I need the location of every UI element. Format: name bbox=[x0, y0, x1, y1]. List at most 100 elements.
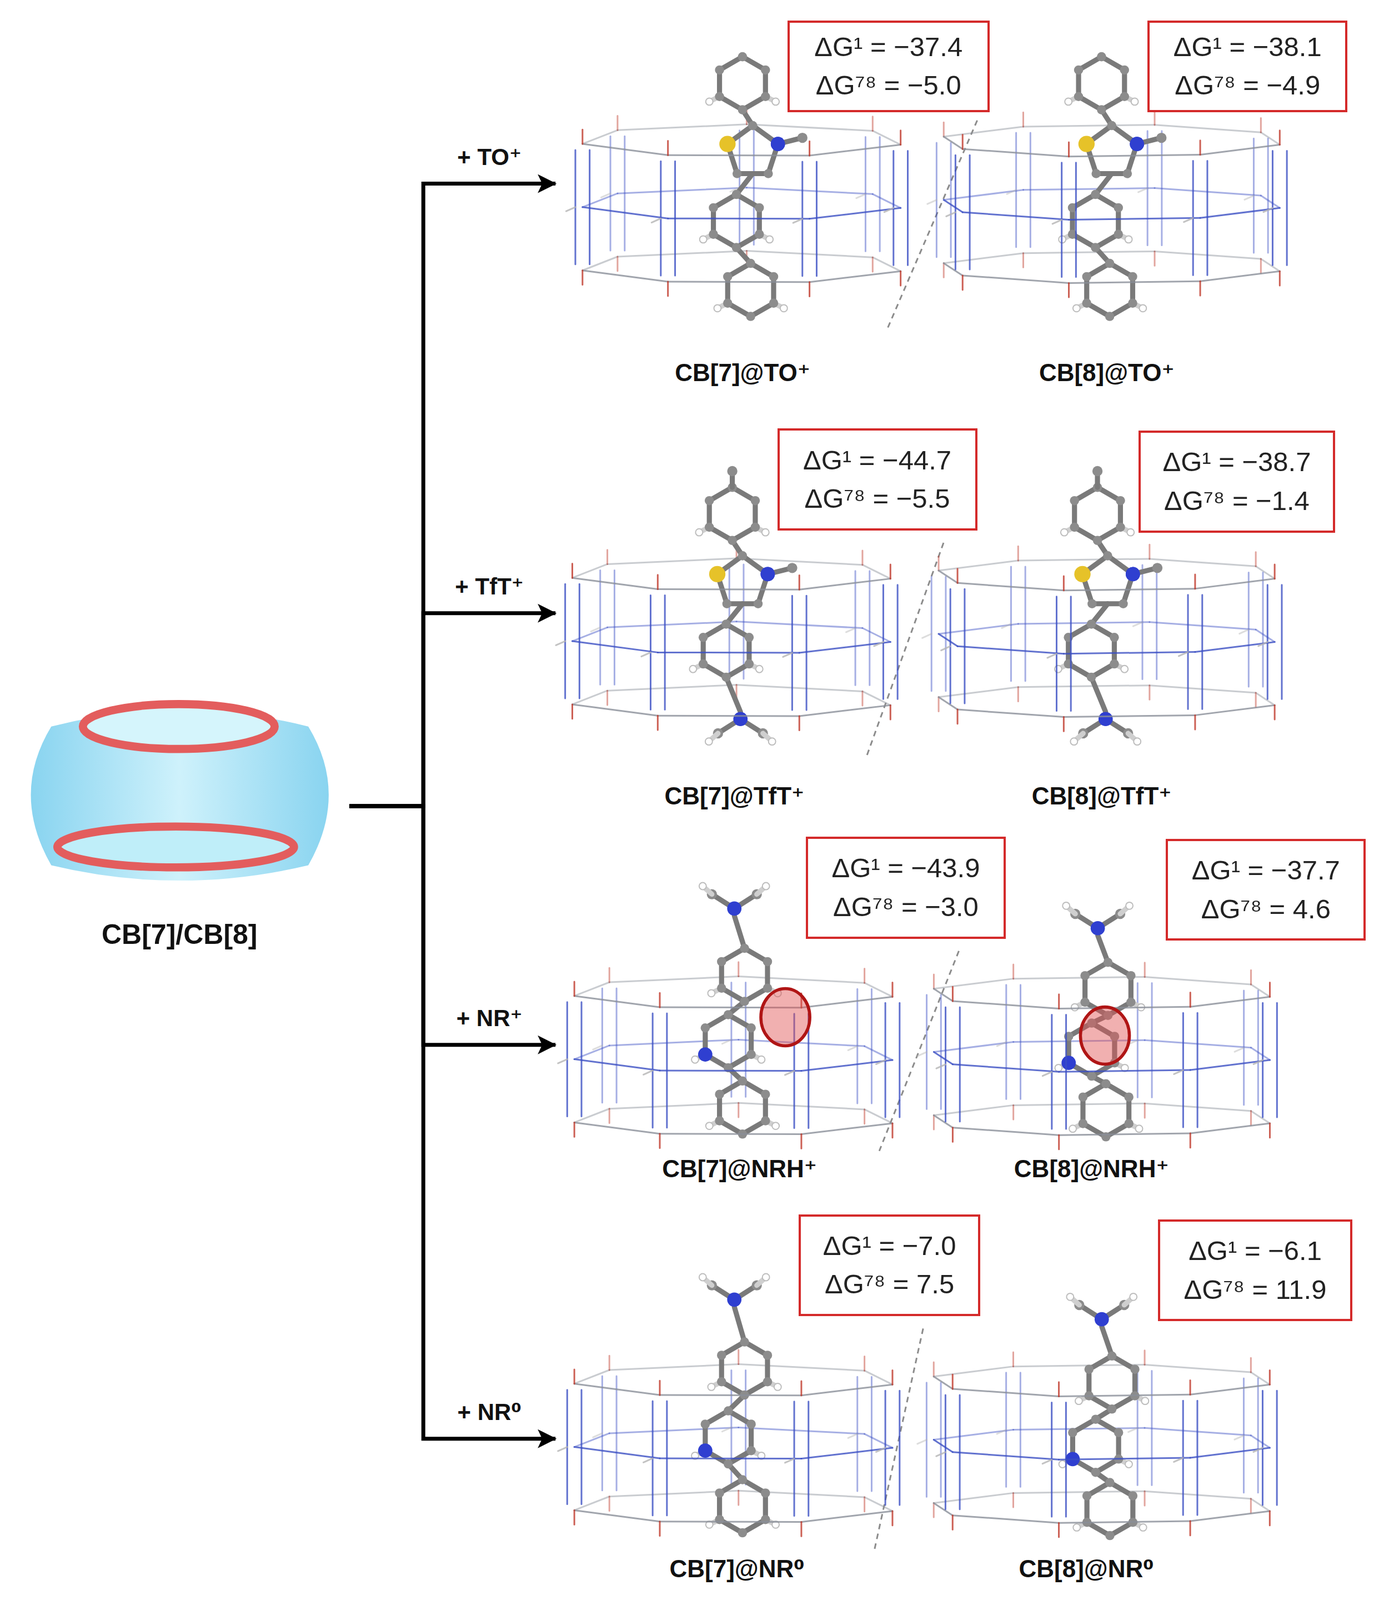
atom-ball bbox=[797, 132, 808, 143]
host-wire bbox=[1058, 1393, 1191, 1396]
host-wire bbox=[582, 270, 669, 282]
host-wire bbox=[737, 961, 740, 977]
host-wire bbox=[808, 282, 811, 297]
aromatic-ring bbox=[1068, 623, 1115, 678]
host-wire bbox=[864, 1370, 893, 1384]
atom-ball bbox=[1114, 1427, 1124, 1437]
host-wire bbox=[896, 584, 899, 699]
host-wire bbox=[808, 141, 811, 157]
atom-ball bbox=[714, 1115, 725, 1126]
host-wire bbox=[1260, 258, 1262, 274]
host-wire bbox=[615, 1375, 618, 1491]
atom-ball bbox=[740, 996, 750, 1006]
atom-ball bbox=[1125, 566, 1141, 581]
host-wire bbox=[933, 988, 953, 1001]
host-wire bbox=[608, 1108, 611, 1123]
host-wire bbox=[1184, 218, 1194, 223]
host-wire bbox=[868, 570, 871, 685]
host-wire bbox=[899, 271, 902, 286]
energy-value: ΔG¹ = −38.1 bbox=[1173, 27, 1322, 67]
atom-ball bbox=[1092, 535, 1103, 545]
energy-box: ΔG¹ = −44.7ΔG⁷⁸ = −5.5 bbox=[777, 428, 978, 531]
host-wire bbox=[1199, 281, 1202, 296]
atom-ball bbox=[700, 1023, 711, 1033]
host-wire bbox=[1250, 969, 1252, 985]
hydrogen-atom bbox=[1072, 304, 1081, 313]
atom-ball bbox=[731, 189, 742, 200]
host-wire bbox=[798, 715, 801, 731]
atom-ball bbox=[746, 258, 756, 269]
host-wire bbox=[580, 1001, 583, 1117]
atom-ball bbox=[770, 137, 786, 152]
energy-value: ΔG⁷⁸ = −1.4 bbox=[1164, 481, 1310, 521]
hydrogen-atom bbox=[771, 1121, 780, 1130]
host-wire bbox=[1064, 714, 1196, 717]
atom-ball bbox=[714, 1089, 725, 1100]
host-wire bbox=[1195, 641, 1275, 652]
host-wire bbox=[933, 1361, 935, 1377]
atom-ball bbox=[727, 1292, 742, 1307]
atom-ball bbox=[1096, 52, 1107, 62]
complex-label: CB[8]@TO⁺ bbox=[917, 358, 1296, 388]
host-wire bbox=[736, 621, 863, 629]
host-wire bbox=[799, 578, 891, 590]
host-wire bbox=[1069, 218, 1201, 220]
host-wire bbox=[737, 1490, 740, 1505]
host-wire bbox=[746, 187, 874, 195]
atom-ball bbox=[1078, 136, 1095, 153]
atom-ball bbox=[698, 632, 709, 643]
host-wire bbox=[863, 1109, 866, 1124]
highlight-circle bbox=[760, 988, 810, 1046]
host-wire bbox=[657, 588, 800, 591]
atom-ball bbox=[754, 203, 765, 213]
host-wire bbox=[572, 704, 659, 716]
atom-ball bbox=[1080, 997, 1090, 1007]
host-wire bbox=[617, 187, 747, 194]
host-wire bbox=[1250, 1498, 1270, 1511]
aromatic-ring bbox=[719, 1479, 766, 1533]
host-wire bbox=[571, 563, 574, 578]
host-wire bbox=[1255, 565, 1275, 579]
host-wire bbox=[962, 148, 1069, 157]
atom-ball bbox=[1101, 1079, 1111, 1089]
host-wire bbox=[876, 1059, 886, 1064]
host-wire bbox=[938, 555, 940, 571]
host-wire bbox=[793, 218, 803, 223]
host-wire bbox=[1058, 1069, 1191, 1072]
atom-ball bbox=[1105, 312, 1115, 322]
host-wire bbox=[558, 1446, 568, 1451]
host-wire bbox=[1262, 572, 1265, 687]
host-wire bbox=[1127, 1427, 1138, 1432]
atom-ball bbox=[1156, 132, 1167, 143]
host-wire bbox=[582, 207, 669, 219]
hydrogen-atom bbox=[762, 882, 770, 890]
host-wire bbox=[1067, 283, 1070, 298]
host-wire bbox=[1196, 1012, 1198, 1127]
hydrogen-atom bbox=[1064, 98, 1072, 106]
host-wire bbox=[1154, 251, 1156, 267]
atom-ball bbox=[1070, 495, 1080, 506]
portal-rim bbox=[57, 826, 294, 867]
hydrogen-atom bbox=[1070, 737, 1078, 745]
atom-ball bbox=[763, 1376, 773, 1387]
energy-value: ΔG⁷⁸ = −5.0 bbox=[815, 66, 962, 105]
aromatic-ring bbox=[727, 263, 774, 317]
host-wire bbox=[951, 1515, 954, 1530]
host-wire bbox=[862, 690, 891, 705]
host-wire bbox=[558, 1059, 568, 1063]
atom-ball bbox=[1086, 1071, 1097, 1081]
host-node: CB[7]/CB[8] bbox=[9, 693, 350, 951]
atom-ball bbox=[1107, 121, 1117, 131]
host-wire bbox=[933, 1376, 953, 1389]
host-wire bbox=[848, 1045, 858, 1050]
host-wire bbox=[958, 1394, 961, 1509]
atom-ball bbox=[1120, 92, 1130, 102]
hydrogen-atom bbox=[705, 737, 713, 745]
hydrogen-atom bbox=[768, 737, 776, 745]
host-wire bbox=[1189, 1132, 1191, 1148]
atom-ball bbox=[716, 983, 727, 994]
host-wire bbox=[1057, 1134, 1060, 1150]
atom-ball bbox=[698, 1442, 713, 1458]
host-wire bbox=[1138, 188, 1148, 193]
host-wire bbox=[1149, 544, 1151, 559]
